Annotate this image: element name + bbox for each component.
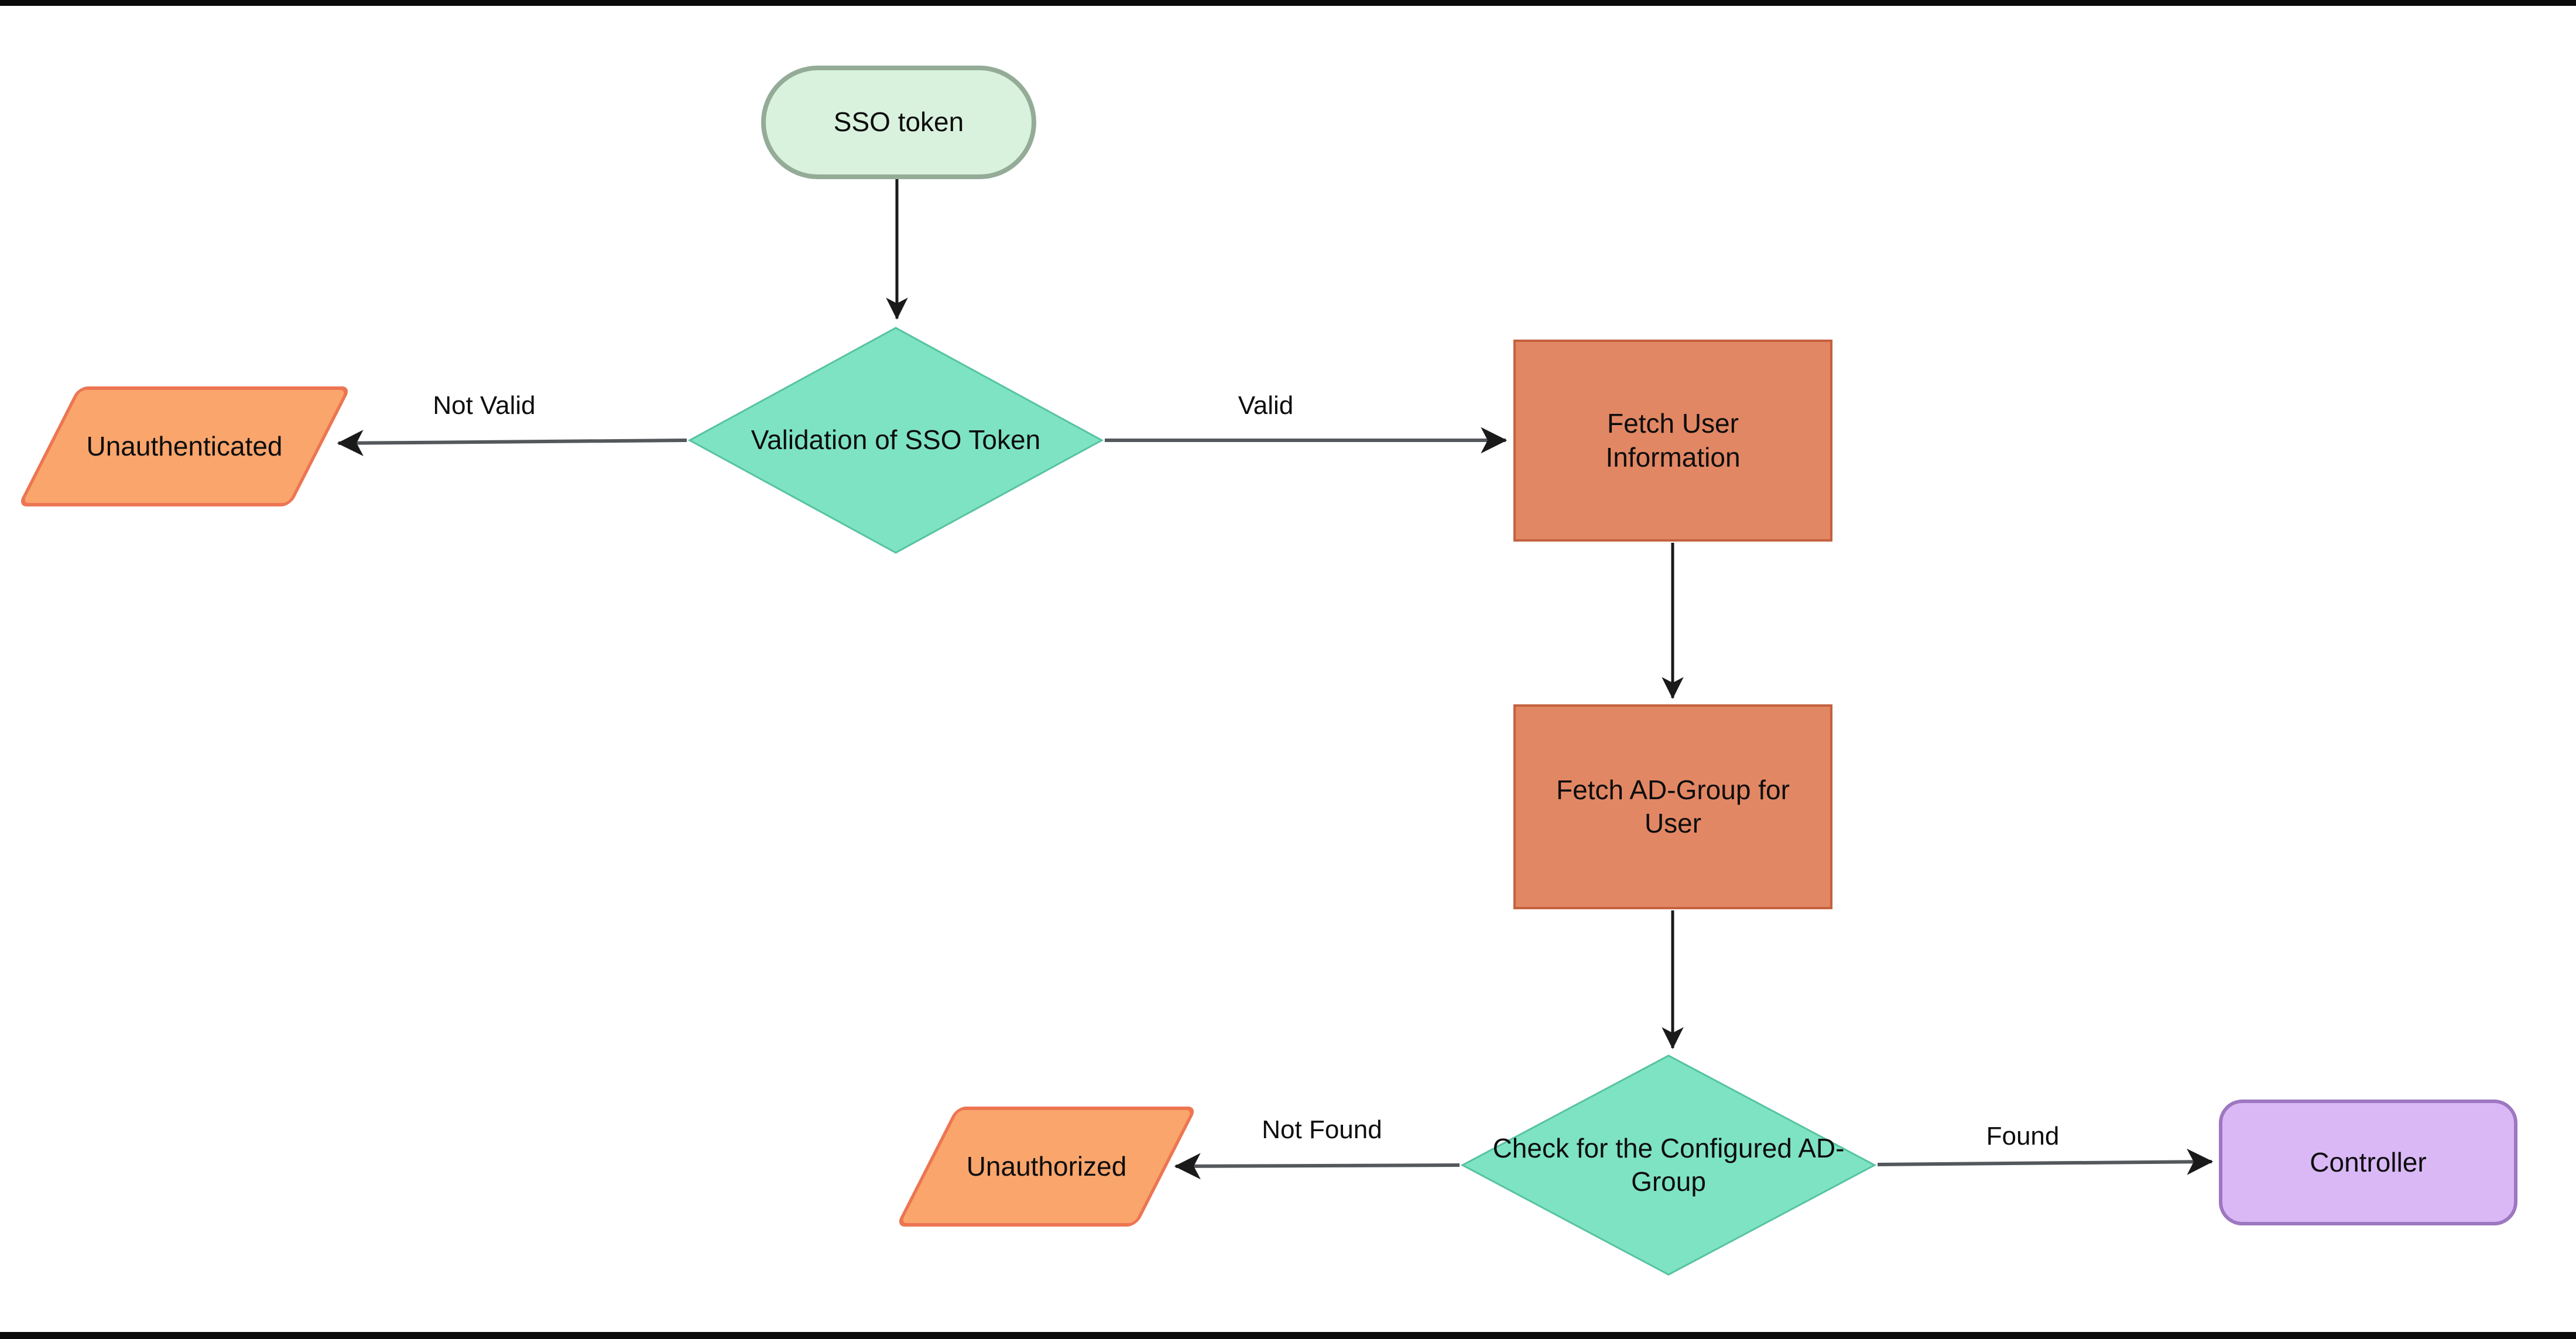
node-fetch-ad-group: Fetch AD-Group for User (1513, 704, 1832, 909)
bottom-frame-bar (0, 1332, 2576, 1339)
diamond-shape (1461, 1054, 1876, 1276)
node-unauthenticated: Unauthenticated (17, 386, 352, 506)
node-fetch-ad-group-label: Fetch AD-Group for User (1556, 774, 1790, 839)
node-unauthorized-label: Unauthorized (966, 1150, 1127, 1182)
node-check-ad-group-label: Check for the Configured AD-Group (1492, 1132, 1845, 1197)
node-controller: Controller (2219, 1100, 2517, 1225)
edge-label-not-found: Not Found (1262, 1115, 1382, 1144)
node-validate-token-label: Validation of SSO Token (751, 424, 1041, 456)
edge-label-valid: Valid (1238, 391, 1294, 420)
diamond-shape (688, 327, 1104, 554)
node-fetch-user-info: Fetch User Information (1513, 340, 1832, 542)
node-sso-token-label: SSO token (833, 107, 964, 138)
node-unauthenticated-label: Unauthenticated (86, 430, 283, 461)
node-unauthorized: Unauthorized (895, 1107, 1198, 1227)
node-validate-token: Validation of SSO Token (688, 326, 1104, 554)
node-sso-token: SSO token (761, 66, 1036, 179)
edge-label-not-valid: Not Valid (433, 391, 536, 420)
edge-label-found: Found (1986, 1122, 2060, 1150)
top-frame-bar (0, 0, 2576, 6)
node-fetch-user-info-label: Fetch User Information (1605, 408, 1741, 472)
node-controller-label: Controller (2310, 1146, 2427, 1177)
node-check-ad-group: Check for the Configured AD-Group (1461, 1054, 1876, 1276)
